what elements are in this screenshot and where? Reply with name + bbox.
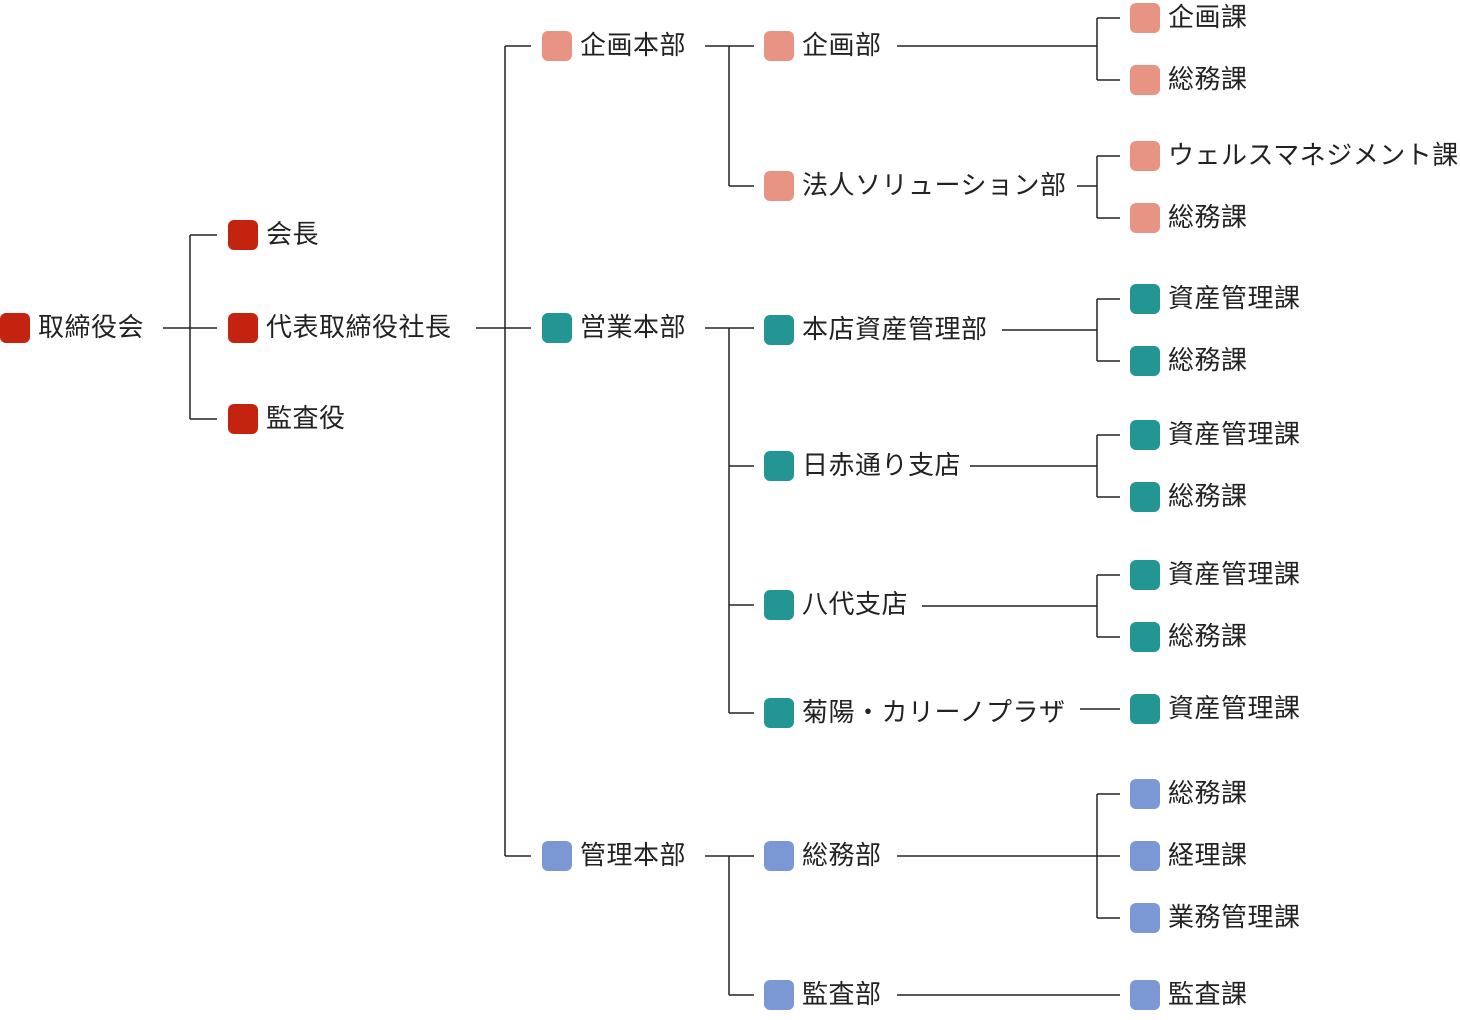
- node-general-affairs-dept: 総務部: [764, 840, 882, 872]
- node-head-office-dept: 本店資産管理部: [764, 314, 988, 346]
- node-color-square: [764, 451, 794, 481]
- node-label: 総務課: [1168, 346, 1248, 376]
- node-color-square: [542, 313, 572, 343]
- node-color-square: [1130, 346, 1160, 376]
- node-color-square: [1130, 622, 1160, 652]
- node-corporate-general-section: 総務課: [1130, 202, 1248, 234]
- node-label: 代表取締役社長: [266, 313, 452, 343]
- node-label: 資産管理課: [1168, 284, 1301, 314]
- node-label: 監査部: [802, 980, 882, 1010]
- node-yatsushiro-general-section: 総務課: [1130, 621, 1248, 653]
- node-wealth-management-section: ウェルスマネジメント課: [1130, 140, 1459, 172]
- node-color-square: [1130, 779, 1160, 809]
- node-nisseki-asset-section: 資産管理課: [1130, 419, 1301, 451]
- node-auditor: 監査役: [228, 403, 346, 435]
- node-audit-dept: 監査部: [764, 979, 882, 1011]
- node-head-office-general-section: 総務課: [1130, 345, 1248, 377]
- node-label: 取締役会: [38, 313, 145, 343]
- node-label: 業務管理課: [1168, 903, 1301, 933]
- node-color-square: [1130, 482, 1160, 512]
- node-planning-section: 企画課: [1130, 2, 1248, 34]
- node-label: 本店資産管理部: [802, 315, 988, 345]
- node-label: 会長: [266, 220, 320, 250]
- node-planning-dept: 企画部: [764, 30, 882, 62]
- node-color-square: [1130, 980, 1160, 1010]
- node-label: 総務課: [1168, 622, 1248, 652]
- node-label: 企画課: [1168, 3, 1248, 33]
- node-head-office-asset-section: 資産管理課: [1130, 283, 1301, 315]
- node-label: 管理本部: [580, 841, 687, 871]
- node-color-square: [1130, 560, 1160, 590]
- node-label: 総務課: [1168, 779, 1248, 809]
- node-color-square: [764, 698, 794, 728]
- node-color-square: [1130, 284, 1160, 314]
- node-board: 取締役会: [0, 312, 144, 344]
- node-label: 経理課: [1168, 841, 1248, 871]
- node-label: 企画部: [802, 31, 882, 61]
- node-corporate-solutions-dept: 法人ソリューション部: [764, 170, 1066, 202]
- node-business-management-section: 業務管理課: [1130, 902, 1301, 934]
- node-label: 企画本部: [580, 31, 687, 61]
- node-label: 総務課: [1168, 203, 1248, 233]
- node-label: 資産管理課: [1168, 560, 1301, 590]
- node-president: 代表取締役社長: [228, 312, 452, 344]
- node-color-square: [0, 313, 30, 343]
- node-color-square: [764, 980, 794, 1010]
- node-nisseki-general-section: 総務課: [1130, 481, 1248, 513]
- node-nisseki-branch: 日赤通り支店: [764, 450, 961, 482]
- node-color-square: [1130, 3, 1160, 33]
- node-audit-section: 監査課: [1130, 979, 1248, 1011]
- node-color-square: [228, 313, 258, 343]
- node-color-square: [228, 220, 258, 250]
- node-kikuyo-asset-section: 資産管理課: [1130, 693, 1301, 725]
- node-label: 営業本部: [580, 313, 687, 343]
- node-label: 日赤通り支店: [802, 451, 962, 481]
- node-color-square: [764, 315, 794, 345]
- node-label: 監査役: [266, 404, 346, 434]
- node-label: 総務課: [1168, 65, 1248, 95]
- node-color-square: [1130, 694, 1160, 724]
- node-label: 総務部: [802, 841, 882, 871]
- node-color-square: [764, 31, 794, 61]
- node-color-square: [1130, 903, 1160, 933]
- node-label: ウェルスマネジメント課: [1168, 141, 1459, 171]
- node-yatsushiro-branch: 八代支店: [764, 589, 908, 621]
- node-label: 資産管理課: [1168, 420, 1301, 450]
- node-yatsushiro-asset-section: 資産管理課: [1130, 559, 1301, 591]
- node-color-square: [1130, 203, 1160, 233]
- node-label: 菊陽・カリーノプラザ: [802, 698, 1066, 728]
- node-color-square: [1130, 420, 1160, 450]
- node-label: 八代支店: [802, 590, 909, 620]
- node-accounting-section: 経理課: [1130, 840, 1248, 872]
- node-label: 法人ソリューション部: [802, 171, 1067, 201]
- node-color-square: [1130, 65, 1160, 95]
- node-label: 資産管理課: [1168, 694, 1301, 724]
- node-color-square: [764, 841, 794, 871]
- node-label: 総務課: [1168, 482, 1248, 512]
- node-color-square: [764, 171, 794, 201]
- node-planning-general-section: 総務課: [1130, 64, 1248, 96]
- node-color-square: [542, 31, 572, 61]
- node-planning-hq: 企画本部: [542, 30, 686, 62]
- node-kikuyo-plaza: 菊陽・カリーノプラザ: [764, 697, 1065, 729]
- node-admin-hq: 管理本部: [542, 840, 686, 872]
- node-label: 監査課: [1168, 980, 1248, 1010]
- node-color-square: [1130, 841, 1160, 871]
- node-sales-hq: 営業本部: [542, 312, 686, 344]
- node-color-square: [1130, 141, 1160, 171]
- node-general-affairs-section: 総務課: [1130, 778, 1248, 810]
- node-color-square: [542, 841, 572, 871]
- node-color-square: [764, 590, 794, 620]
- node-chairman: 会長: [228, 219, 319, 251]
- node-color-square: [228, 404, 258, 434]
